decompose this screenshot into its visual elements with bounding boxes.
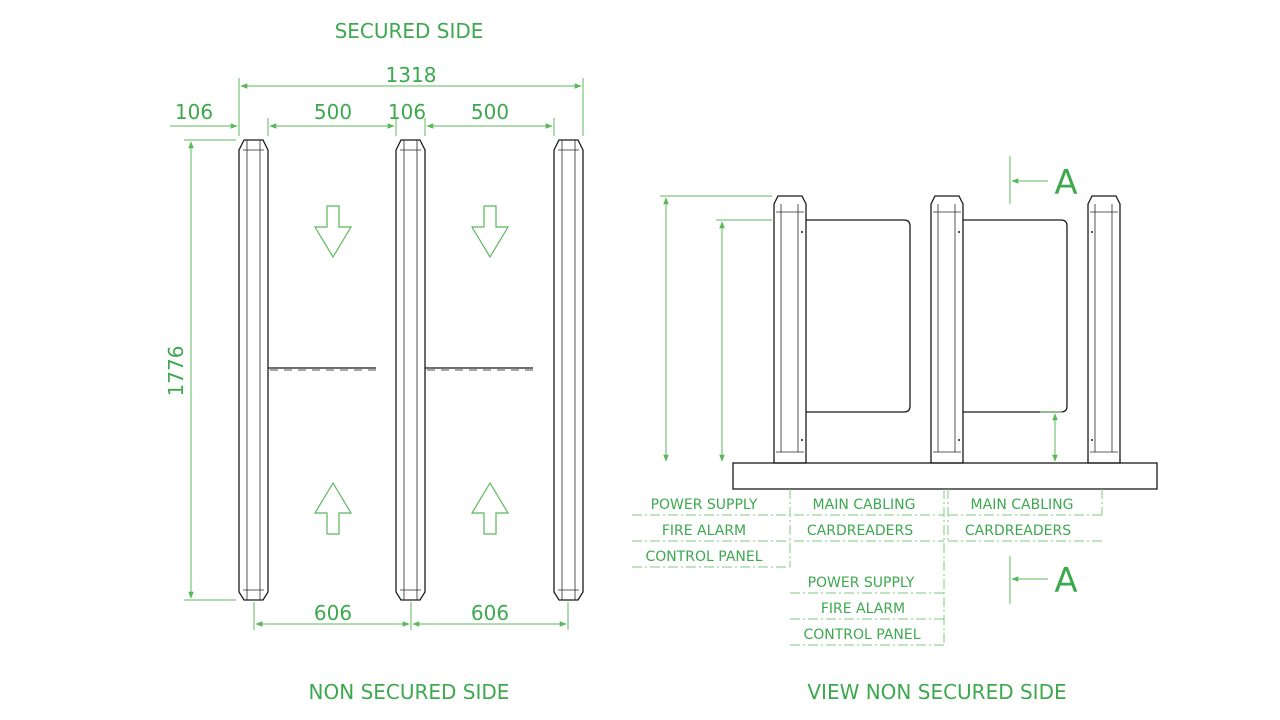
section-label-bottom: A — [1054, 561, 1077, 601]
cable-label: FIRE ALARM — [821, 601, 905, 617]
cabling-middle-group: MAIN CABLING CARDREADERS — [807, 497, 916, 539]
cabling-bottom-group: POWER SUPPLY FIRE ALARM CONTROL PANEL — [803, 575, 920, 643]
section-mark-top: A — [1009, 156, 1078, 204]
cable-label: POWER SUPPLY — [808, 575, 915, 591]
dim-overall-width: 1318 — [386, 63, 437, 87]
cable-label: CARDREADERS — [807, 523, 913, 539]
gate-plan-right — [425, 367, 533, 371]
gate-plan-left — [268, 367, 376, 371]
dimension-segment-row: 106 500 106 500 — [170, 100, 555, 136]
view-non-secured-side-title: VIEW NON SECURED SIDE — [807, 680, 1066, 704]
cable-label: POWER SUPPLY — [651, 497, 758, 513]
cabling-right-group: MAIN CABLING CARDREADERS — [965, 497, 1074, 539]
gate-elevation-right — [963, 219, 1068, 413]
flow-arrow-down-left — [313, 205, 353, 259]
cable-label: CONTROL PANEL — [803, 627, 920, 643]
post-right — [553, 139, 584, 601]
base-slab — [732, 462, 1158, 490]
dimension-pitch-row: 606 606 — [253, 601, 569, 630]
elevation-view: A A POWER SUPPLY FIRE AL — [632, 156, 1158, 646]
gate-elevation-left — [806, 219, 911, 413]
elevation-dimensions — [660, 195, 1062, 462]
dim-pitch-left: 606 — [314, 601, 352, 625]
cabling-left-group: POWER SUPPLY FIRE ALARM CONTROL PANEL — [645, 497, 762, 565]
cable-routing — [632, 489, 1103, 646]
section-label-top: A — [1054, 163, 1077, 203]
elevation-post-right — [1087, 195, 1121, 464]
elevation-post-center — [930, 195, 964, 464]
non-secured-side-title: NON SECURED SIDE — [309, 680, 510, 704]
dim-post-width-center: 106 — [388, 100, 426, 124]
dim-passage-right: 500 — [471, 100, 509, 124]
post-left — [238, 139, 269, 601]
dim-post-width-left: 106 — [175, 100, 213, 124]
dimension-height: 1776 — [164, 139, 236, 601]
flow-arrow-up-right — [470, 481, 510, 535]
dim-passage-left: 500 — [314, 100, 352, 124]
dim-pitch-right: 606 — [471, 601, 509, 625]
dim-height: 1776 — [164, 346, 188, 397]
section-mark-bottom: A — [1009, 556, 1078, 604]
cable-label: MAIN CABLING — [971, 497, 1074, 513]
flow-arrow-up-left — [313, 481, 353, 535]
cable-label: CARDREADERS — [965, 523, 1071, 539]
cable-label: FIRE ALARM — [662, 523, 746, 539]
dimension-overall-width: 1318 — [238, 63, 584, 136]
flow-arrow-down-right — [470, 205, 510, 259]
plan-view: 1318 106 500 106 500 1776 — [164, 63, 584, 630]
elevation-post-left — [773, 195, 807, 464]
cable-label: CONTROL PANEL — [645, 549, 762, 565]
secured-side-title: SECURED SIDE — [335, 19, 484, 43]
cable-label: MAIN CABLING — [813, 497, 916, 513]
post-center — [395, 139, 426, 601]
